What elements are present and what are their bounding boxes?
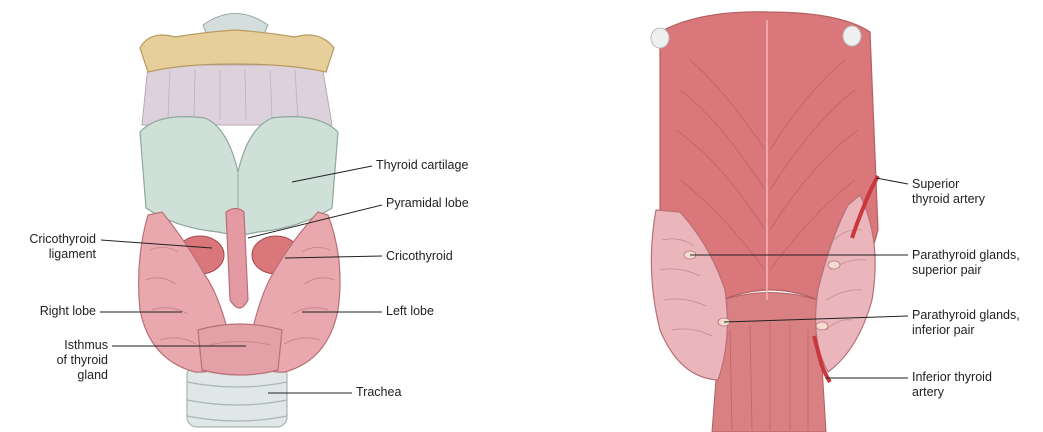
label-parathyroid-superior: Parathyroid glands, superior pair [912, 248, 1020, 278]
label-left-lobe: Left lobe [386, 304, 434, 319]
label-right-lobe: Right lobe [2, 304, 96, 319]
label-cricothyroid-ligament: Cricothyroid ligament [2, 232, 96, 262]
esophagus [712, 293, 826, 432]
parathyroid-superior-left [828, 261, 840, 269]
label-cricothyroid: Cricothyroid [386, 249, 453, 264]
label-inferior-thyroid-artery: Inferior thyroid artery [912, 370, 992, 400]
label-superior-thyroid-artery: Superior thyroid artery [912, 177, 985, 207]
label-pyramidal-lobe: Pyramidal lobe [386, 196, 469, 211]
label-thyroid-cartilage: Thyroid cartilage [376, 158, 468, 173]
parathyroid-inferior-left [816, 322, 828, 330]
label-parathyroid-inferior: Parathyroid glands, inferior pair [912, 308, 1020, 338]
label-isthmus: Isthmus of thyroid gland [2, 338, 108, 383]
label-trachea: Trachea [356, 385, 401, 400]
